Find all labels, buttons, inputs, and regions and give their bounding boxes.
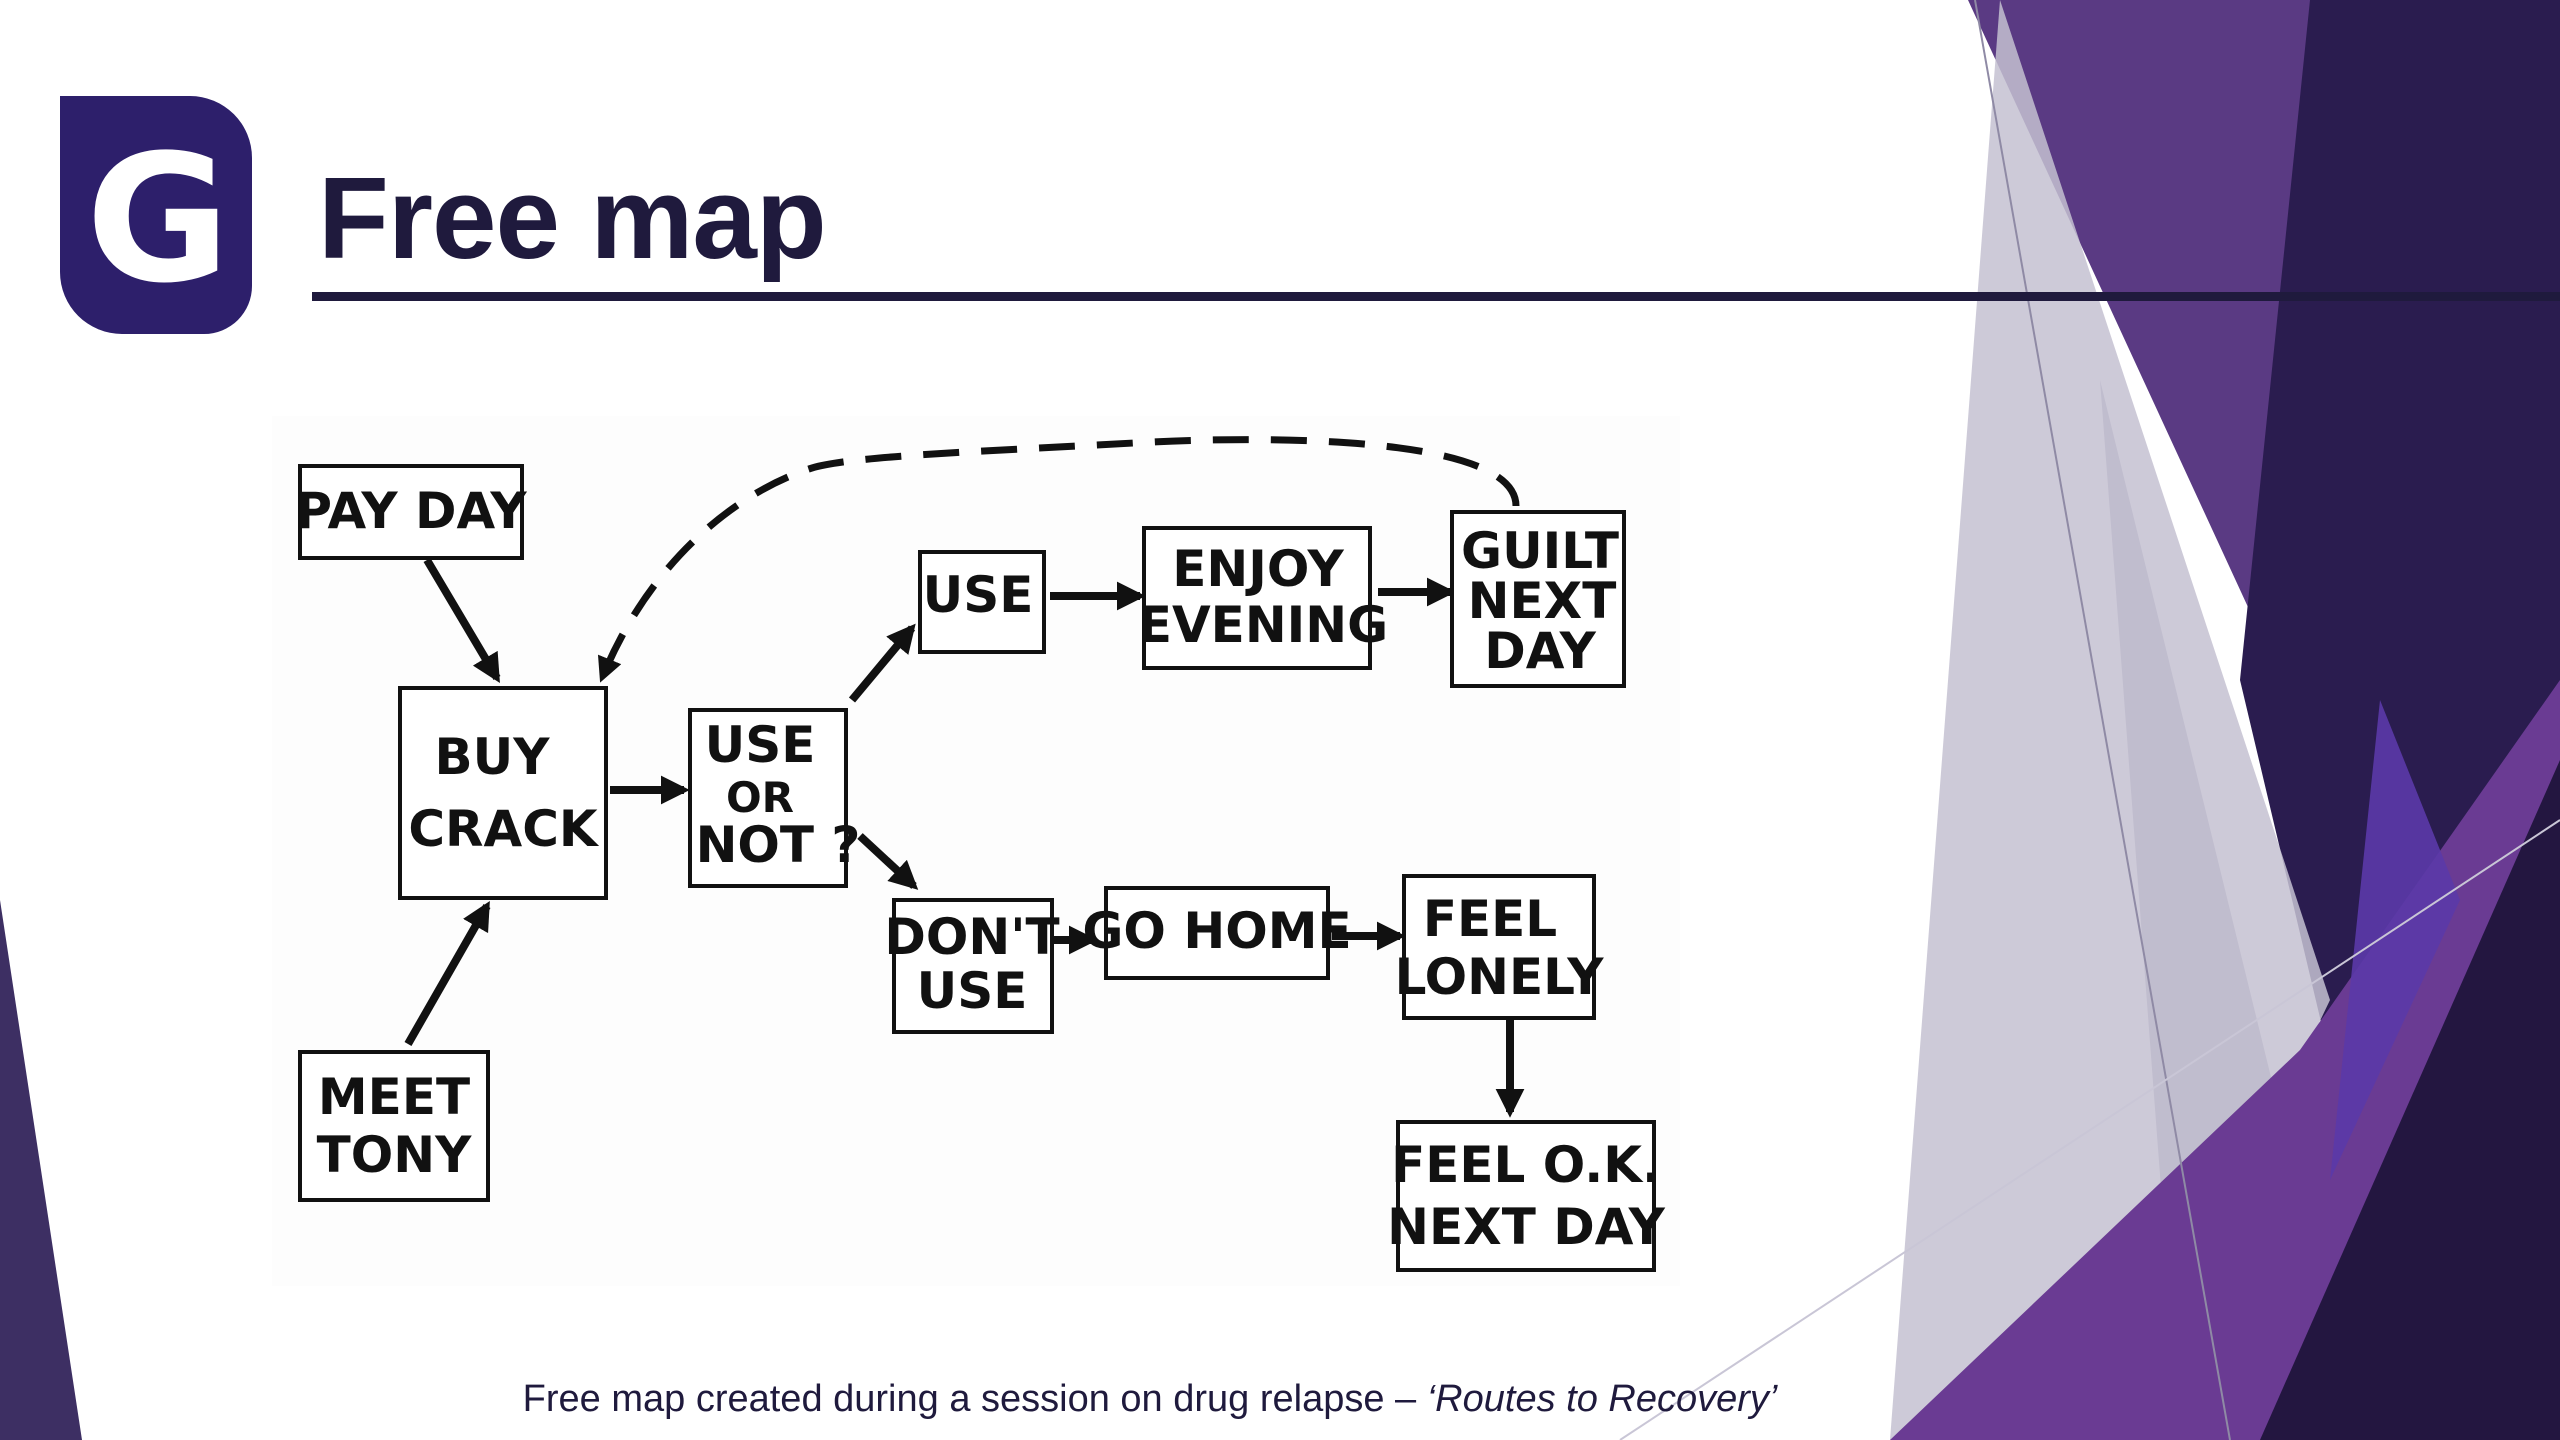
g-logo: G — [60, 96, 252, 334]
svg-text:USE: USE — [705, 716, 816, 774]
svg-text:NEXT DAY: NEXT DAY — [1387, 1198, 1665, 1256]
svg-text:USE: USE — [917, 962, 1028, 1020]
svg-text:FEEL O.K.: FEEL O.K. — [1391, 1136, 1661, 1194]
arrow-meet-to-buy — [404, 901, 491, 1046]
caption-text: Free map created during a session on dru… — [522, 1378, 1427, 1420]
bg-thin-line-2 — [1619, 819, 2560, 1440]
node-use-or-not: USE OR NOT ? — [688, 708, 861, 888]
node-guilt-next-day: GUILT NEXT DAY — [1450, 510, 1626, 688]
bg-thin-line — [1974, 0, 2231, 1440]
svg-text:PAY DAY: PAY DAY — [295, 482, 527, 540]
svg-text:TONY: TONY — [317, 1126, 472, 1184]
svg-text:FEEL: FEEL — [1423, 890, 1557, 948]
svg-text:CRACK: CRACK — [408, 800, 600, 858]
svg-text:OR: OR — [726, 773, 794, 822]
arrow-guilt-to-buy-dashed — [597, 436, 1520, 683]
svg-text:USE: USE — [923, 566, 1034, 624]
node-use: USE — [918, 550, 1046, 654]
node-pay-day: PAY DAY — [295, 464, 527, 560]
bg-facet-left — [0, 900, 82, 1440]
logo-letter: G — [86, 117, 230, 322]
arrow-decision-to-dontuse — [857, 833, 919, 890]
node-go-home: GO HOME — [1082, 886, 1352, 980]
svg-text:EVENING: EVENING — [1138, 596, 1388, 654]
svg-text:DAY: DAY — [1484, 622, 1596, 680]
svg-text:BUY: BUY — [435, 728, 551, 786]
arrow-decision-to-use — [848, 623, 916, 703]
title-underline — [312, 292, 2560, 301]
svg-text:DON'T: DON'T — [884, 908, 1059, 966]
bg-facet-corner — [2260, 760, 2560, 1440]
node-meet-tony: MEET TONY — [298, 1050, 490, 1202]
svg-text:GUILT: GUILT — [1461, 522, 1619, 580]
node-feel-ok-next-day: FEEL O.K. NEXT DAY — [1387, 1120, 1666, 1272]
node-feel-lonely: FEEL LONELY — [1395, 874, 1605, 1020]
bg-facet-lightgray — [1890, 0, 2330, 1440]
svg-text:MEET: MEET — [318, 1068, 470, 1126]
node-buy-crack: BUY CRACK — [398, 686, 608, 900]
svg-text:ENJOY: ENJOY — [1172, 540, 1344, 598]
caption-source: ‘Routes to Recovery’ — [1426, 1378, 1778, 1420]
svg-text:LONELY: LONELY — [1395, 948, 1605, 1006]
bg-facet-violet — [2330, 700, 2460, 1180]
node-dont-use: DON'T USE — [884, 898, 1060, 1034]
svg-text:NOT ?: NOT ? — [696, 816, 861, 874]
arrow-payday-to-buy — [423, 557, 501, 683]
free-map-diagram: PAY DAY BUY CRACK MEET TONY USE OR NOT ?… — [272, 416, 1680, 1286]
svg-text:GO HOME: GO HOME — [1082, 902, 1351, 960]
slide-caption: Free map created during a session on dru… — [0, 1378, 2300, 1421]
slide-title: Free map — [318, 153, 827, 283]
node-enjoy-evening: ENJOY EVENING — [1138, 526, 1388, 670]
svg-text:NEXT: NEXT — [1468, 572, 1617, 630]
